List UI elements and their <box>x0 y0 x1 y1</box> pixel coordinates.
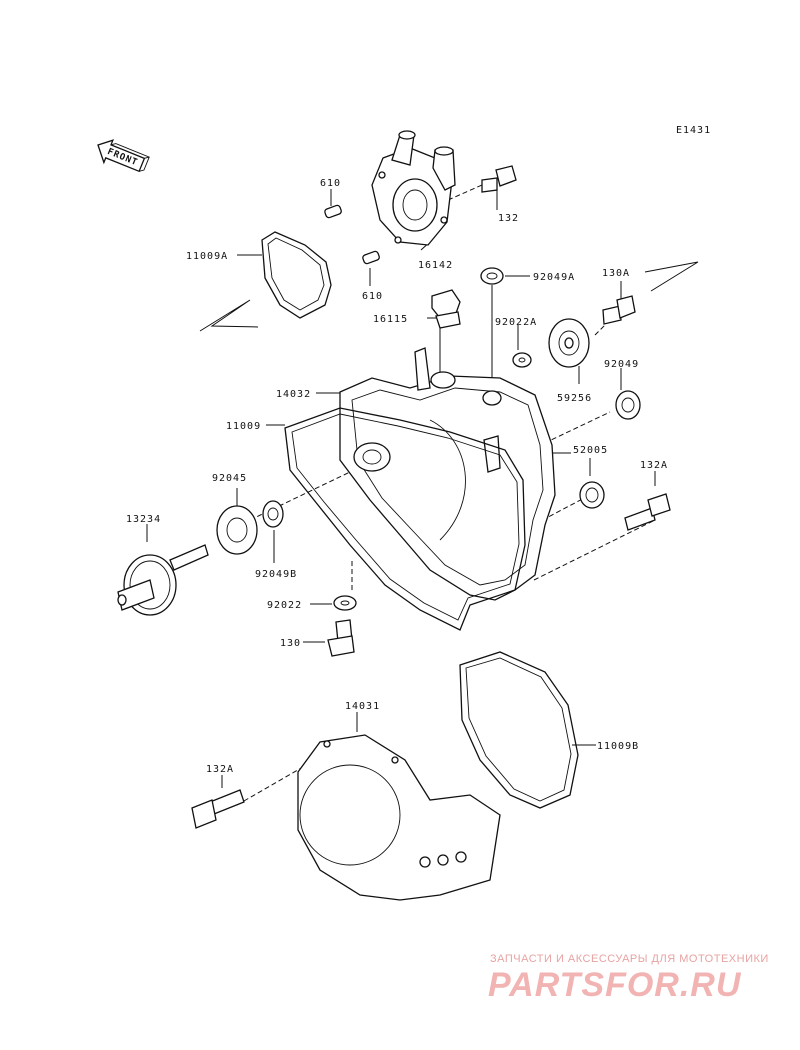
callout-132A-lower: 132A <box>206 764 234 775</box>
washer-92049A <box>480 267 504 285</box>
callout-92049A: 92049A <box>533 272 575 283</box>
washer-92022A <box>512 352 532 368</box>
callout-16142: 16142 <box>418 260 453 271</box>
diagram-code: E1431 <box>676 125 711 136</box>
direction-marks <box>199 261 699 332</box>
bolt-130 <box>327 619 355 657</box>
callout-132: 132 <box>498 213 519 224</box>
callout-92049: 92049 <box>604 359 639 370</box>
pump-cover-16142 <box>371 130 456 246</box>
callout-13234: 13234 <box>126 514 161 525</box>
seal-92049 <box>615 390 641 420</box>
callout-610-lower: 610 <box>362 291 383 302</box>
callout-92049B: 92049B <box>255 569 297 580</box>
watermark-logo: PARTSFOR.RU <box>488 966 742 1004</box>
bearing-92045 <box>216 505 258 555</box>
gasket-11009 <box>284 407 526 631</box>
watermark-tagline: ЗАПЧАСТИ И АКСЕССУАРЫ ДЛЯ МОТОТЕХНИКИ <box>490 953 769 965</box>
shaft-gear-13234 <box>117 544 209 616</box>
bolt-132A-upper <box>624 493 671 531</box>
dowel-pin-610-lower <box>362 250 380 265</box>
callout-11009: 11009 <box>226 421 261 432</box>
bolt-130A <box>602 295 636 325</box>
callout-92022: 92022 <box>267 600 302 611</box>
callout-16115: 16115 <box>373 314 408 325</box>
callout-11009A: 11009A <box>186 251 228 262</box>
washer-92022 <box>333 595 357 611</box>
callout-11009B: 11009B <box>597 741 639 752</box>
callout-610-upper: 610 <box>320 178 341 189</box>
callout-14031: 14031 <box>345 701 380 712</box>
clutch-cover-14032 <box>339 347 556 601</box>
seal-92049B <box>262 500 284 528</box>
callout-130: 130 <box>280 638 301 649</box>
callout-52005: 52005 <box>573 445 608 456</box>
seal-52005 <box>579 481 605 509</box>
gasket-11009A <box>261 231 332 319</box>
callout-92045: 92045 <box>212 473 247 484</box>
callout-59256: 59256 <box>557 393 592 404</box>
gasket-11009B <box>459 651 579 809</box>
callout-132A-upper: 132A <box>640 460 668 471</box>
dowel-pin-610-upper <box>324 204 342 219</box>
front-arrow-icon <box>97 139 150 173</box>
impeller-59256 <box>548 318 590 368</box>
bolt-132A-lower <box>191 789 245 829</box>
magneto-cover-14031 <box>297 734 501 901</box>
callout-92022A: 92022A <box>495 317 537 328</box>
callout-130A: 130A <box>602 268 630 279</box>
bolt-132 <box>481 165 517 193</box>
callout-14032: 14032 <box>276 389 311 400</box>
filler-plug-16115 <box>431 289 461 329</box>
